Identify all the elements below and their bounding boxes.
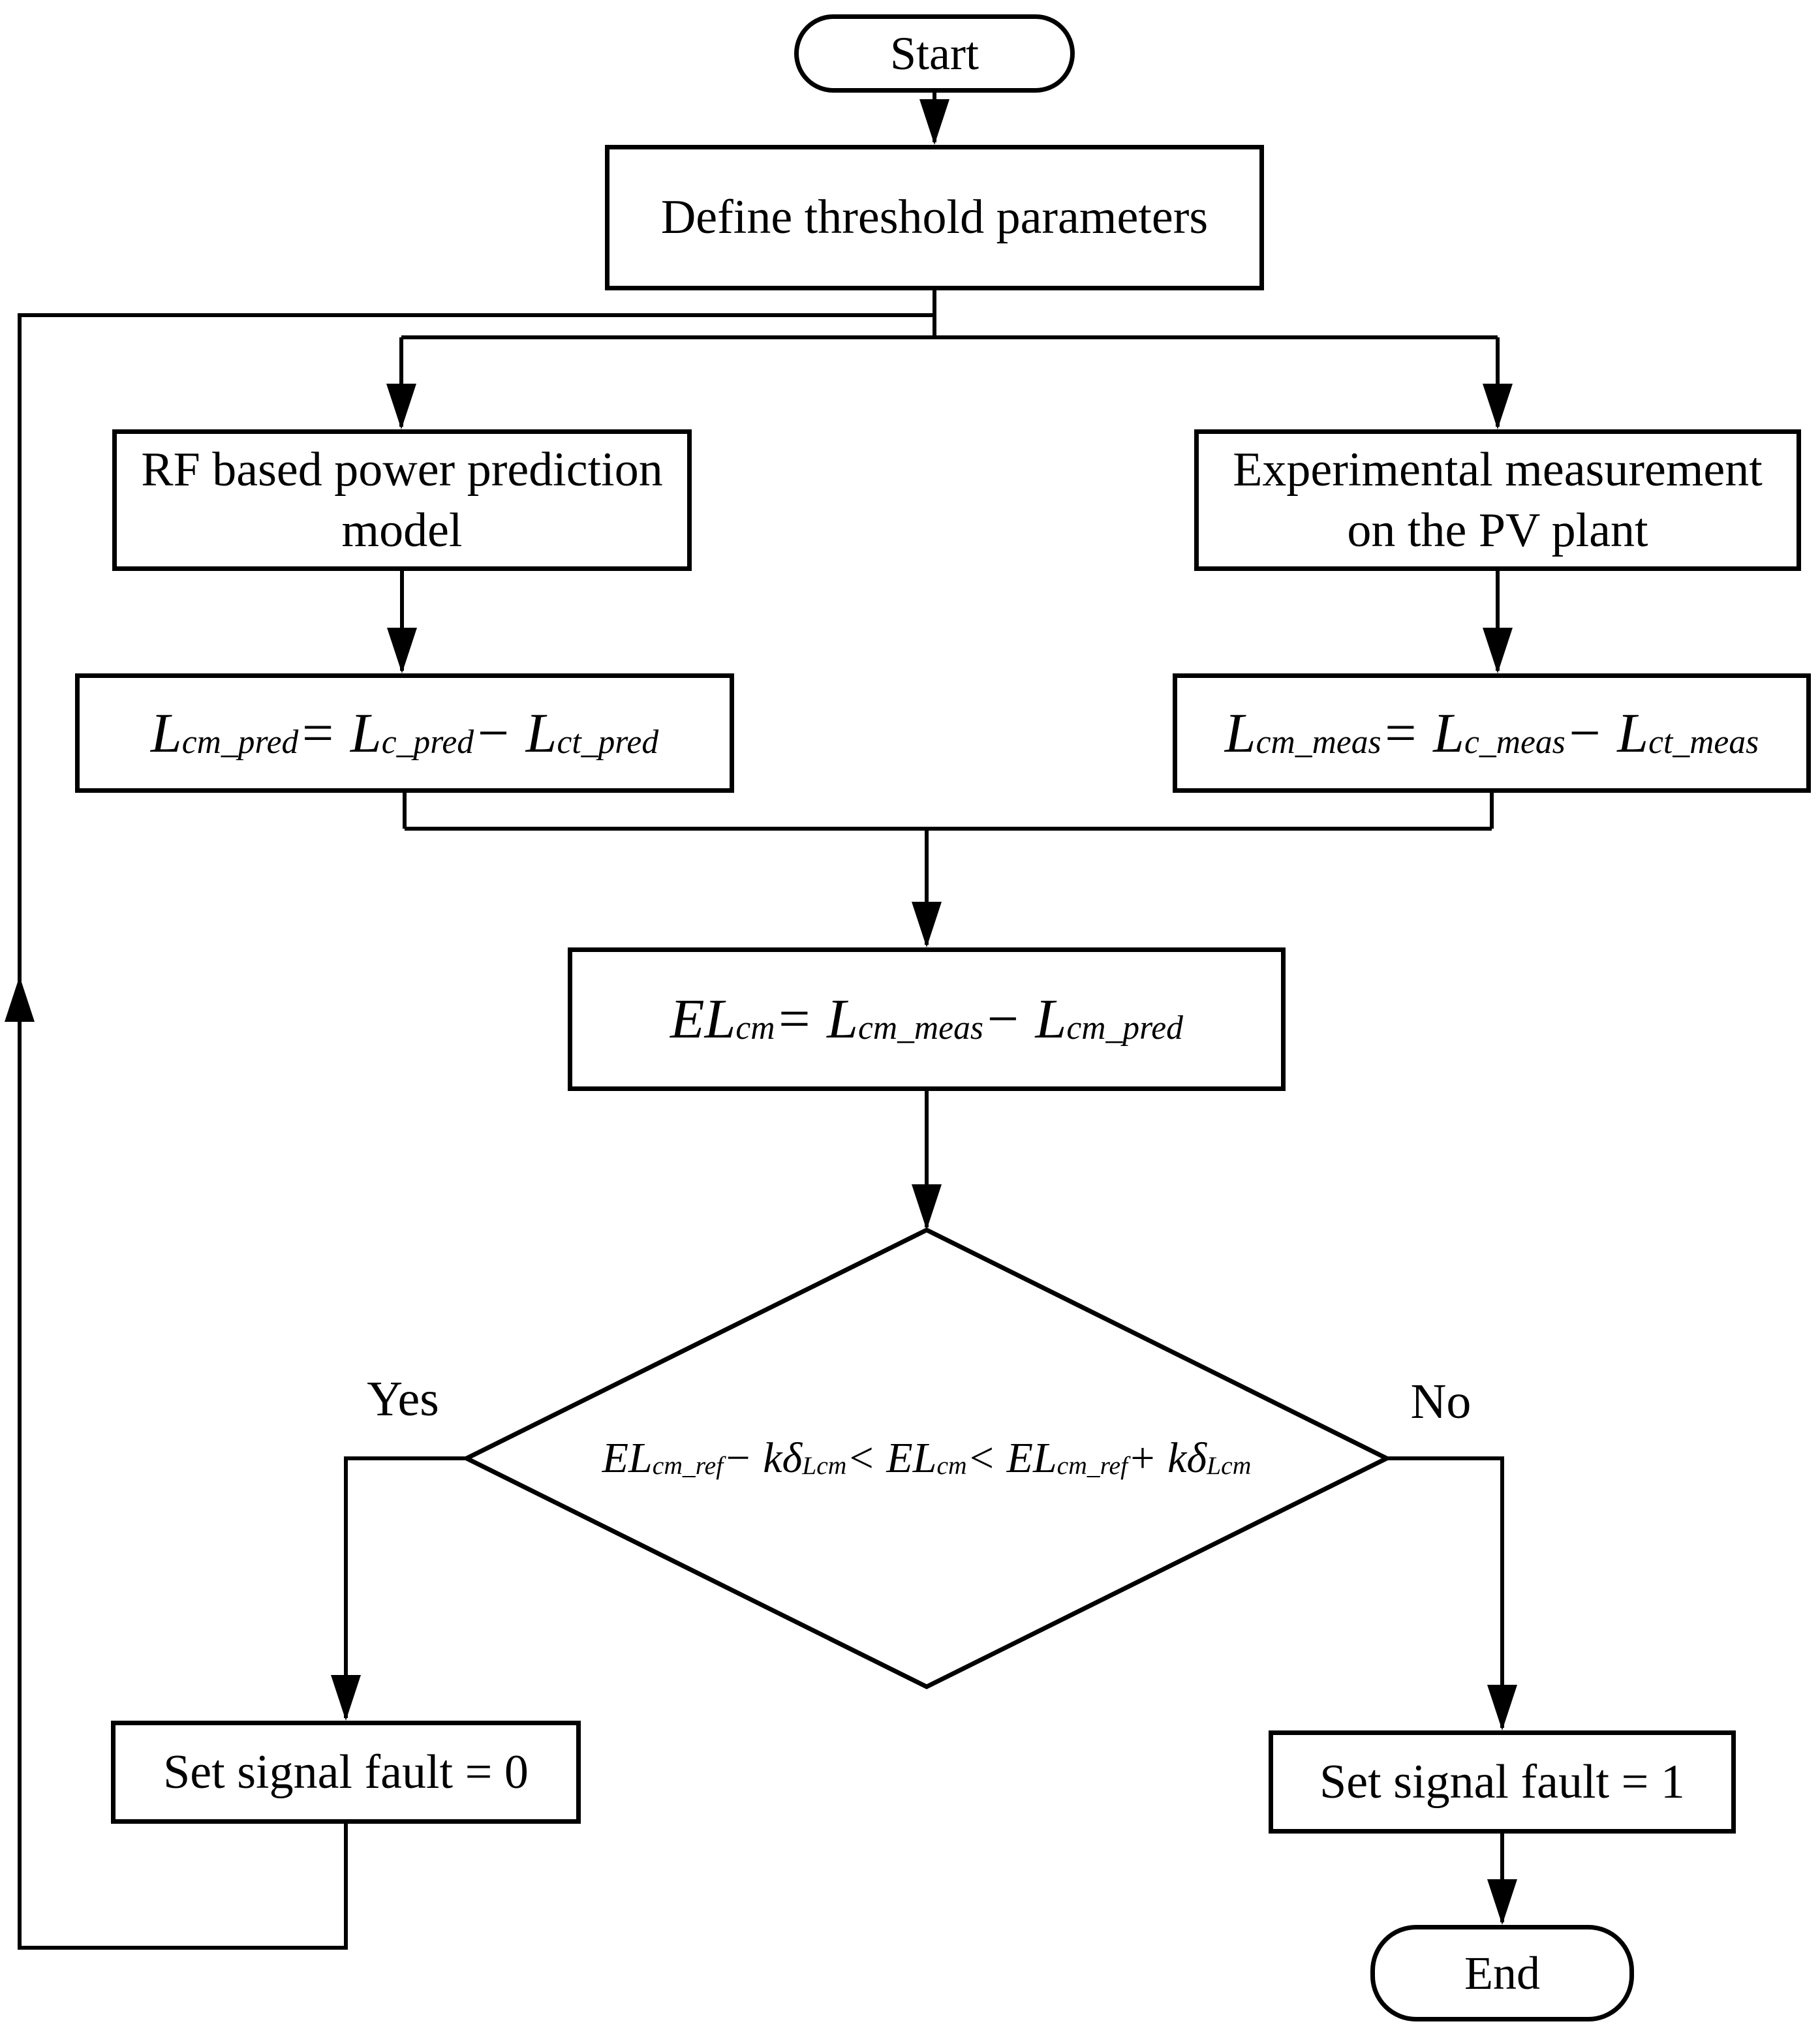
decision-diamond-shape [461,1227,1392,1689]
experimental-measurement-label: Experimental measurement on the PV plant [1233,443,1763,557]
end-node: End [1370,1925,1634,2021]
start-label: Start [890,27,979,80]
fault-zero-label: Set signal fault = 0 [163,1745,529,1799]
edge-yes-to-fault-zero [331,1456,467,1721]
yes-label-text: Yes [367,1371,439,1426]
fault-one-box: Set signal fault = 1 [1269,1730,1736,1834]
experimental-measurement-box: Experimental measurement on the PV plant [1194,429,1801,571]
edge-loop-back-lower [4,976,348,1950]
edge-no-to-fault-one [1387,1456,1517,1730]
define-parameters-label: Define threshold parameters [660,191,1209,245]
fault-one-label: Set signal fault = 1 [1319,1755,1685,1809]
fault-zero-box: Set signal fault = 0 [111,1721,581,1824]
no-label-text: No [1410,1374,1472,1429]
rf-model-box: RF based power prediction model [112,429,692,571]
start-node: Start [794,14,1075,93]
yes-edge-label: Yes [343,1369,463,1429]
edge-loop-back-upper [18,313,934,979]
no-edge-label: No [1389,1372,1493,1432]
define-parameters-box: Define threshold parameters [605,145,1264,290]
end-label: End [1464,1947,1540,1999]
rf-model-label: RF based power prediction model [141,443,663,557]
